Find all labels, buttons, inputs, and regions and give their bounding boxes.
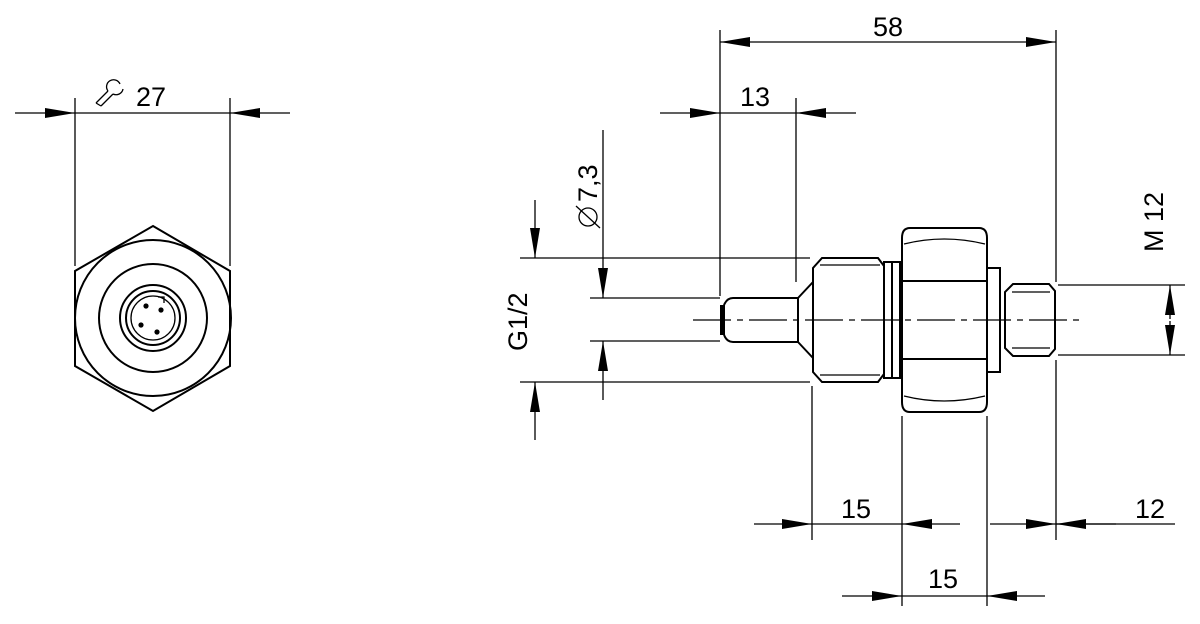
- hex-chamfer: [903, 238, 986, 245]
- connector-pin: [154, 329, 160, 335]
- probe-diameter-label: 7,3: [573, 164, 603, 202]
- overall-length-label: 58: [873, 12, 903, 42]
- probe-cone: [797, 281, 814, 299]
- hex-chamfer-circle: [74, 239, 232, 397]
- collar: [986, 267, 1001, 373]
- process-thread-label: G1/2: [503, 292, 533, 351]
- connector-face: [125, 290, 181, 346]
- wrench-size-label: 27: [136, 82, 166, 112]
- hex-outline: [74, 224, 231, 413]
- side-view: 58 13 7,3 G1/2 M 12 15: [503, 12, 1185, 606]
- connector-key: [158, 296, 165, 303]
- diameter-symbol-icon: [575, 205, 601, 229]
- front-view: 27: [15, 79, 290, 413]
- connector-thread-label: M 12: [1139, 192, 1169, 252]
- neck: [891, 261, 901, 379]
- connector-pin: [143, 303, 149, 309]
- thread-length-label: 15: [841, 494, 871, 524]
- hex-chamfer: [903, 395, 986, 402]
- connector-insert: [130, 295, 176, 341]
- probe-length-label: 13: [740, 82, 770, 112]
- probe-cone: [797, 341, 814, 359]
- wrench-icon: [95, 79, 124, 107]
- connector-pin: [158, 307, 164, 313]
- probe-diameter-annotation: 7,3: [573, 164, 603, 229]
- hex-width-label: 15: [928, 564, 958, 594]
- hex-body: [901, 227, 988, 413]
- connector-ring: [119, 284, 187, 352]
- process-thread: [812, 257, 885, 383]
- connector-outer-ring: [98, 263, 208, 373]
- connector-thread: [1004, 283, 1056, 357]
- probe-tip: [720, 305, 725, 335]
- connector-pin: [138, 322, 144, 328]
- connector-length-label: 12: [1135, 494, 1165, 524]
